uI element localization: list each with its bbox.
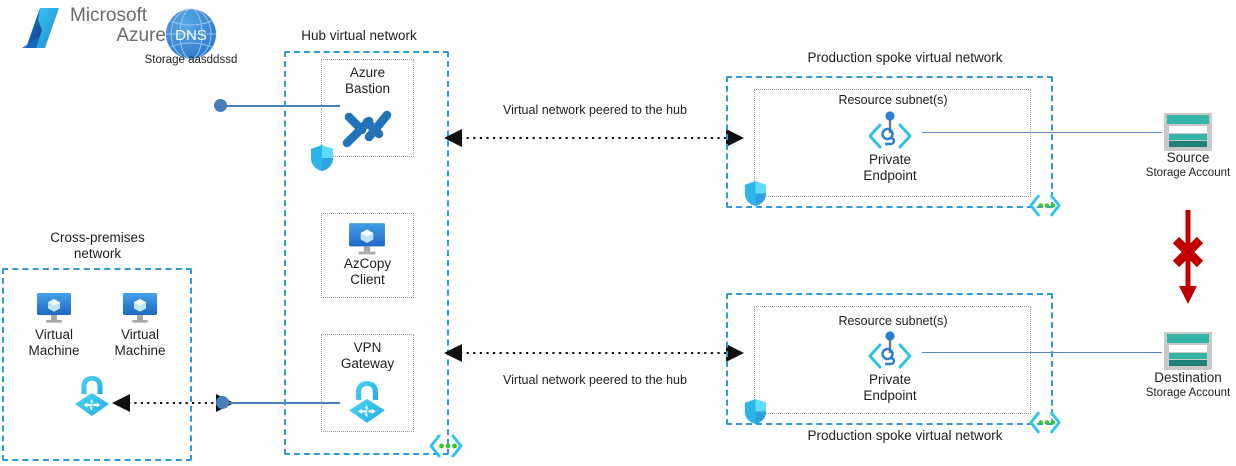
onprem-vpn-gateway (71, 374, 113, 418)
dns-caption: Storage aasddssd (144, 54, 238, 66)
hub-shield-badge (310, 144, 334, 172)
spoke-top-private-endpoint (862, 111, 918, 155)
onprem-to-hub-connector (112, 394, 234, 412)
bastion-link-line (226, 105, 340, 107)
peering-top-connector (444, 129, 744, 147)
cross-premises-network-box (2, 268, 192, 461)
bastion-link-node (214, 99, 227, 112)
network-endpoint-icon (1029, 194, 1061, 217)
spoke-bottom-private-endpoint (862, 331, 918, 375)
spoke-bottom-endpoint-label: Private Endpoint (863, 372, 917, 403)
storage-account-icon (1164, 332, 1212, 370)
source-storage-subtitle: Storage Account (1145, 167, 1231, 179)
spoke-bottom-title: Production spoke virtual network (807, 428, 1003, 443)
spoke-bottom-subnet-label: Resource subnet(s) (838, 314, 948, 328)
destination-storage-subtitle: Storage Account (1145, 387, 1231, 399)
spoke-top-subnet-label: Resource subnet(s) (838, 93, 948, 107)
private-endpoint-icon (868, 111, 912, 149)
shield-icon (311, 145, 333, 171)
virtual-machine-icon (37, 293, 71, 323)
production-spoke-top-box (726, 76, 1053, 208)
azure-logo-line2: Azure (116, 25, 166, 46)
vpn-gateway-label: VPN Gateway (340, 340, 395, 371)
hub-endpoint-badge (428, 433, 464, 459)
azure-bastion-label: Azure Bastion (344, 65, 391, 96)
vpn-gateway-icon (75, 376, 109, 416)
hub-title: Hub virtual network (301, 28, 417, 43)
blocked-arrow-icon (1172, 210, 1204, 304)
spoke-top-endpoint-label: Private Endpoint (863, 152, 917, 183)
network-endpoint-icon (429, 434, 463, 458)
private-endpoint-icon (868, 331, 912, 369)
spoke-top-shield-badge (744, 180, 767, 207)
onprem-vm-1-label: Virtual Machine (28, 327, 80, 358)
onprem-vm-2-label: Virtual Machine (114, 327, 166, 358)
azure-bastion-icon (342, 110, 392, 148)
spoke-bottom-resource-subnet (754, 306, 1031, 414)
storage-account-icon (1164, 113, 1212, 151)
source-storage-link (922, 132, 1162, 133)
network-endpoint-icon (1029, 411, 1061, 434)
destination-storage-account (1163, 331, 1213, 371)
onprem-vm-1 (36, 292, 72, 324)
hub-vpn-gateway (345, 379, 389, 425)
spoke-top-resource-subnet (754, 89, 1031, 197)
azure-bastion-subnet (321, 59, 414, 157)
vpn-gateway-icon (349, 381, 385, 423)
peering-top-label: Virtual network peered to the hub (503, 103, 687, 117)
source-storage-account (1163, 112, 1213, 152)
azure-logo-icon (22, 8, 59, 48)
destination-storage-name: Destination (1154, 370, 1222, 385)
dns-badge: DNS (164, 7, 218, 61)
dns-globe-icon: DNS (166, 8, 216, 60)
azcopy-client-subnet (321, 213, 414, 298)
destination-storage-link (922, 352, 1162, 353)
shield-icon (744, 181, 767, 206)
spoke-bottom-endpoint-badge (1028, 410, 1062, 435)
spoke-top-endpoint-badge (1028, 193, 1062, 218)
peering-bottom-label: Virtual network peered to the hub (503, 373, 687, 387)
peering-bottom-connector (444, 344, 744, 362)
onprem-title: Cross-premises network (50, 230, 145, 261)
azcopy-client-label: AzCopy Client (343, 256, 392, 287)
dns-badge-text: DNS (175, 27, 207, 44)
source-storage-name: Source (1166, 150, 1210, 165)
onprem-vm-2 (122, 292, 158, 324)
virtual-machine-icon (349, 223, 385, 255)
virtual-machine-icon (123, 293, 157, 323)
azure-bastion (339, 105, 396, 153)
blocked-transfer-arrow (1172, 210, 1204, 304)
shield-icon (744, 399, 767, 424)
spoke-top-title: Production spoke virtual network (807, 50, 1003, 65)
spoke-bottom-shield-badge (744, 398, 767, 425)
vpn-gateway-subnet (321, 334, 414, 432)
hub-virtual-network-box (284, 51, 449, 455)
microsoft-azure-logo (18, 6, 66, 50)
production-spoke-bottom-box (726, 293, 1053, 425)
onprem-link-node (216, 396, 229, 409)
azure-logo-line1: Microsoft (70, 5, 148, 26)
azcopy-client (348, 222, 386, 256)
